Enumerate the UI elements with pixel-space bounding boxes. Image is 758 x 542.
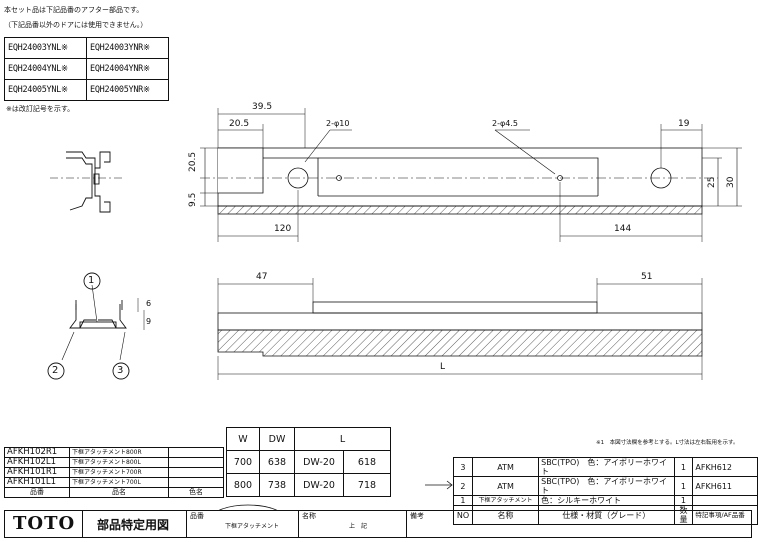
dim-6: 6 [146, 299, 152, 308]
section-profile-upper [50, 151, 122, 213]
dim-L: L [440, 362, 446, 372]
part-name: 下框アタッチメント800R [69, 447, 169, 458]
remarks-cell: 備考 [407, 511, 750, 537]
dim-hole-4-5: 2-φ4.5 [492, 119, 518, 128]
part-color [168, 477, 224, 488]
header-code: 品番 [4, 487, 70, 498]
dim-25: 25 [707, 176, 717, 188]
cell-l: 718 [343, 473, 391, 497]
hinban-label: 品番 [190, 512, 204, 520]
part-color [168, 467, 224, 478]
bom-no: 1 [453, 495, 473, 506]
table-row: 1 下框アタッチメント 色：シルキーホワイト 1 [453, 495, 758, 506]
dim-19: 19 [678, 119, 690, 129]
cell-dw: 738 [259, 473, 295, 497]
code-cell: EQH24005YNR※ [86, 79, 169, 101]
bom-qty: 1 [673, 476, 694, 496]
table-header-row: W DW L [226, 427, 391, 451]
note-line-1: 本セット品は下記品番のアフター部品です。 [4, 6, 144, 14]
cell-w: 800 [226, 473, 260, 497]
bom-qty: 1 [673, 495, 694, 506]
table-header-row: 品番 品名 色名 [4, 487, 224, 498]
table-row: 2 ATM SBC(TPO) 色：アイボリーホワイト 1 AFKH611 [453, 476, 758, 496]
side-view [217, 278, 703, 380]
doc-type: 部品特定用図 [97, 518, 170, 532]
bom-af: AFKH611 [692, 476, 758, 496]
brand-cell: TOTO [5, 511, 83, 537]
header-dw: DW [259, 427, 295, 451]
header-name: 品名 [69, 487, 169, 498]
doc-type-cell: 部品特定用図 [83, 511, 187, 537]
dim-20-5: 20.5 [229, 119, 250, 129]
part-code: AFKH102L1 [4, 457, 70, 468]
bom-name: ATM [471, 457, 540, 477]
plan-view [200, 108, 742, 242]
dim-30: 30 [726, 176, 736, 188]
part-name: 下框アタッチメント700R [69, 467, 169, 478]
table-row: AFKH102L1 下框アタッチメント800L [4, 457, 224, 468]
leader-arrow [425, 480, 453, 490]
cell-dw: 638 [259, 450, 295, 474]
cell-formula: DW-20 [294, 473, 344, 497]
dim-hole-10: 2-φ10 [326, 119, 350, 128]
table-row: AFKH101R1 下框アタッチメント700R [4, 467, 224, 478]
dim-120: 120 [274, 224, 292, 234]
dim-51: 51 [641, 272, 653, 282]
bom-spec: SBC(TPO) 色：アイボリーホワイト [538, 457, 675, 477]
section-profile-lower [47, 272, 145, 380]
parts-table: AFKH102R1 下框アタッチメント800R AFKH102L1 下框アタッチ… [4, 447, 224, 498]
bom-qty: 1 [673, 457, 694, 477]
annotation-oval [218, 504, 278, 510]
part-code: AFKH101R1 [4, 467, 70, 478]
part-color [168, 447, 224, 458]
bom-name: ATM [471, 476, 540, 496]
name-cell: 名称 上 記 [299, 511, 407, 537]
dimensions-table: W DW L 700 638 DW-20 618 800 738 DW-20 7… [226, 427, 391, 497]
brand-logo: TOTO [13, 513, 76, 534]
table-row: AFKH102R1 下框アタッチメント800R [4, 447, 224, 458]
bom-note: ※1 本図寸法欄を参考とする。L寸法は左右転用を示す。 [596, 440, 739, 446]
cell-w: 700 [226, 450, 260, 474]
table-row: 800 738 DW-20 718 [226, 473, 391, 497]
bom-spec: SBC(TPO) 色：アイボリーホワイト [538, 476, 675, 496]
dim-9: 9 [146, 317, 152, 326]
dim-39-5: 39.5 [252, 102, 273, 112]
bom-no: 3 [453, 457, 473, 477]
part-code: AFKH102R1 [4, 447, 70, 458]
title-block: TOTO 部品特定用図 品番 下框アタッチメント 名称 上 記 備考 [4, 510, 752, 538]
bom-name: 下框アタッチメント [471, 495, 540, 506]
callout-2: 2 [52, 365, 59, 376]
hinban-cell: 品番 下框アタッチメント [187, 511, 299, 537]
note-line-2: （下記品番以外のドアには使用できません。） [4, 21, 148, 29]
hinban-value: 下框アタッチメント [225, 523, 280, 530]
cell-l: 618 [343, 450, 391, 474]
table-row: 700 638 DW-20 618 [226, 450, 391, 474]
dim-9-5: 9.5 [188, 192, 198, 207]
part-name: 下框アタッチメント700L [69, 477, 169, 488]
callout-3: 3 [117, 365, 124, 376]
name-label: 名称 [302, 512, 316, 520]
bom-af: AFKH612 [692, 457, 758, 477]
bom-no: 2 [453, 476, 473, 496]
dim-47: 47 [256, 272, 268, 282]
part-name: 下框アタッチメント800L [69, 457, 169, 468]
technical-drawing [47, 108, 742, 510]
note-line-3: ※は改訂記号を示す。 [6, 105, 75, 113]
callout-1: 1 [88, 275, 95, 286]
header-l: L [294, 427, 391, 451]
name-value: 上 記 [349, 523, 368, 530]
table-row: AFKH101L1 下框アタッチメント700L [4, 477, 224, 488]
dim-20-5-vertical: 20.5 [188, 151, 198, 172]
bom-spec: 色：シルキーホワイト [538, 495, 675, 506]
part-color [168, 457, 224, 468]
remarks-label: 備考 [410, 512, 424, 520]
part-code: AFKH101L1 [4, 477, 70, 488]
cell-formula: DW-20 [294, 450, 344, 474]
header-w: W [226, 427, 260, 451]
header-color: 色名 [168, 487, 224, 498]
table-row: 3 ATM SBC(TPO) 色：アイボリーホワイト 1 AFKH612 [453, 457, 758, 477]
dim-144: 144 [614, 224, 632, 234]
bom-af [692, 495, 758, 506]
applicable-codes-table: EQH24003YNL※ EQH24003YNR※ EQH24004YNL※ E… [4, 37, 169, 101]
